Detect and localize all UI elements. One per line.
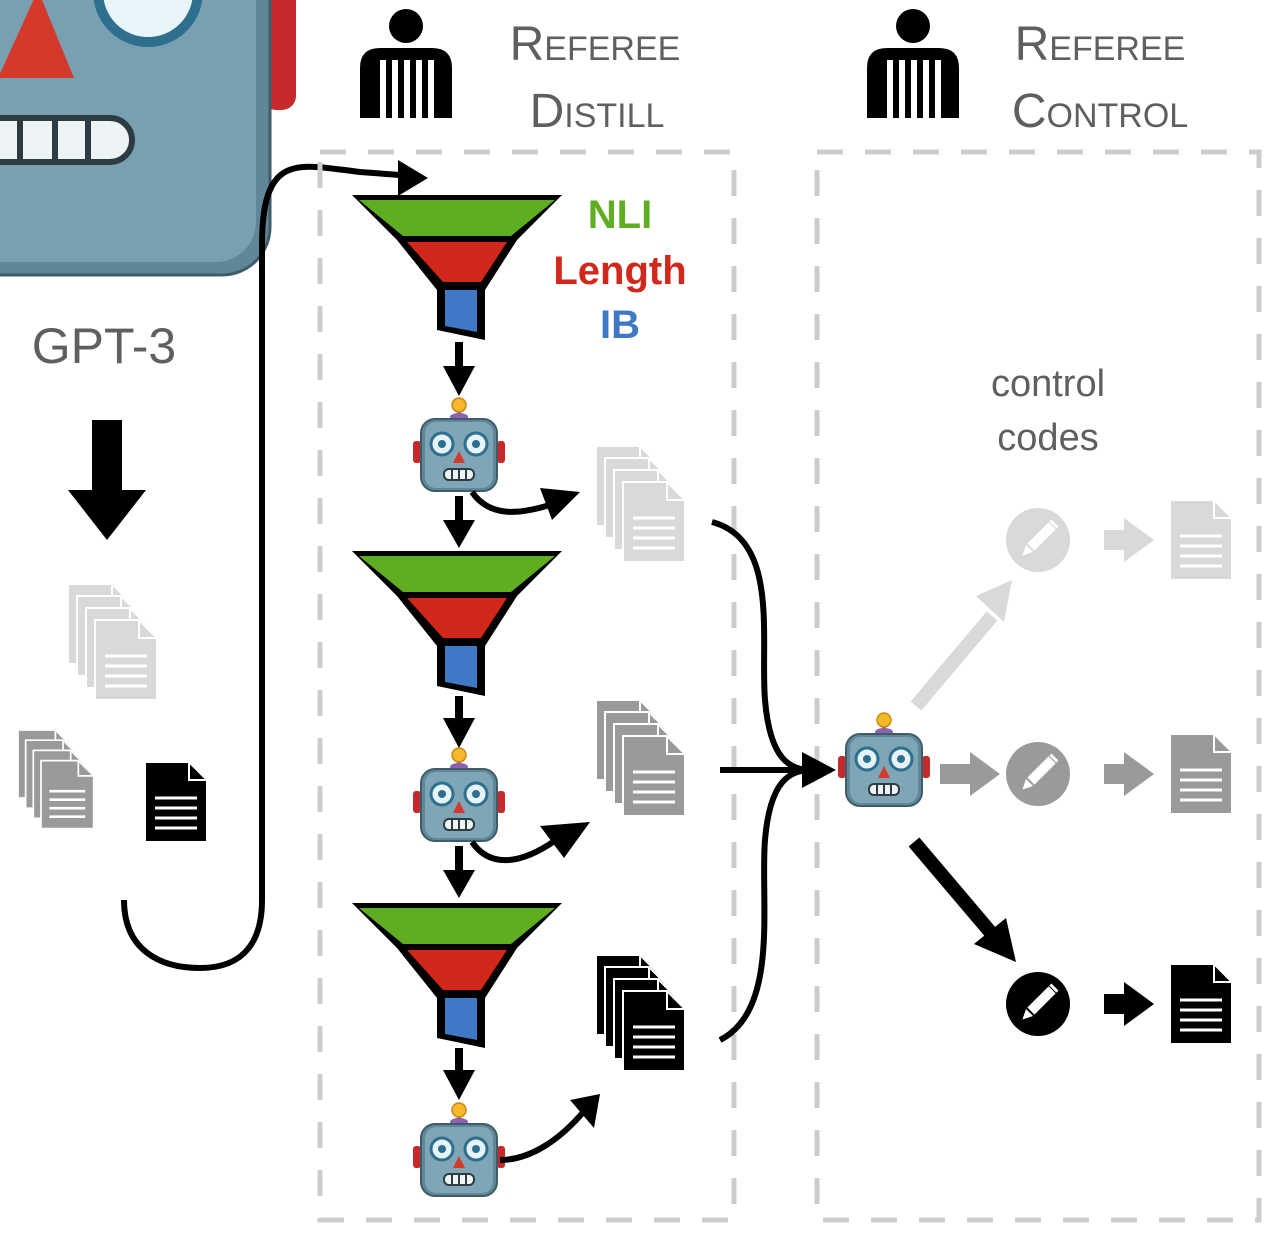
control-panel bbox=[814, 149, 1262, 1223]
funnel-filter-icon bbox=[352, 903, 562, 1048]
connector-arrow bbox=[718, 767, 813, 1043]
arrow-icon bbox=[802, 752, 836, 788]
robot-icon bbox=[411, 396, 507, 493]
robot-icon bbox=[836, 711, 932, 808]
document-stack-icon bbox=[596, 955, 685, 1071]
arrow-icon bbox=[443, 1070, 475, 1100]
funnel-filter-icon bbox=[352, 551, 562, 696]
document-icon bbox=[1168, 732, 1234, 816]
arrow-icon bbox=[974, 918, 1016, 962]
arrow-icon bbox=[540, 822, 590, 858]
pencil-icon bbox=[1006, 972, 1070, 1036]
document-icon bbox=[1168, 962, 1234, 1046]
referee-distill-title-line2: Distill bbox=[530, 85, 665, 138]
document-icon bbox=[143, 760, 209, 844]
document-stack-icon bbox=[596, 700, 685, 816]
referee-icon bbox=[867, 9, 959, 118]
down-arrow-icon bbox=[68, 420, 146, 540]
arrow-icon bbox=[970, 752, 1000, 796]
pencil-icon bbox=[1006, 742, 1070, 806]
legend-nli: NLI bbox=[588, 193, 652, 237]
document-stack-icon bbox=[68, 584, 157, 700]
arrow-icon bbox=[1124, 982, 1154, 1026]
referee-distill-title-line1: Referee bbox=[510, 18, 681, 71]
referee-control-title-line2: Control bbox=[1012, 85, 1188, 138]
gpt3-label: GPT-3 bbox=[32, 318, 176, 374]
arrow-icon bbox=[1124, 752, 1154, 796]
arrow-icon bbox=[976, 580, 1012, 622]
document-stack-icon bbox=[18, 730, 94, 829]
arrow-icon bbox=[540, 488, 580, 520]
referee-control-title-line1: Referee bbox=[1015, 18, 1186, 71]
control-codes-label-line1: control bbox=[991, 363, 1105, 405]
distill-panel bbox=[317, 149, 737, 1223]
legend-ib: IB bbox=[600, 303, 640, 347]
arrow-icon bbox=[443, 718, 475, 748]
arrow-icon bbox=[443, 366, 475, 396]
referee-icon bbox=[360, 9, 452, 118]
arrow-icon bbox=[443, 870, 475, 898]
large-robot-icon bbox=[0, 0, 296, 277]
arrow-icon bbox=[443, 520, 475, 548]
arrow-icon bbox=[570, 1094, 600, 1128]
robot-icon bbox=[411, 1101, 507, 1198]
robot-icon bbox=[411, 746, 507, 843]
connector-arrow bbox=[711, 519, 813, 773]
document-icon bbox=[1168, 498, 1234, 582]
funnel-filter-icon bbox=[352, 195, 562, 340]
control-codes-label-line2: codes bbox=[997, 417, 1098, 459]
arrow-icon bbox=[1124, 518, 1154, 562]
legend-length: Length bbox=[553, 249, 686, 293]
document-stack-icon bbox=[596, 446, 685, 562]
arrow-icon bbox=[398, 160, 428, 196]
pencil-icon bbox=[1006, 508, 1070, 572]
connector-arrow bbox=[121, 163, 401, 972]
